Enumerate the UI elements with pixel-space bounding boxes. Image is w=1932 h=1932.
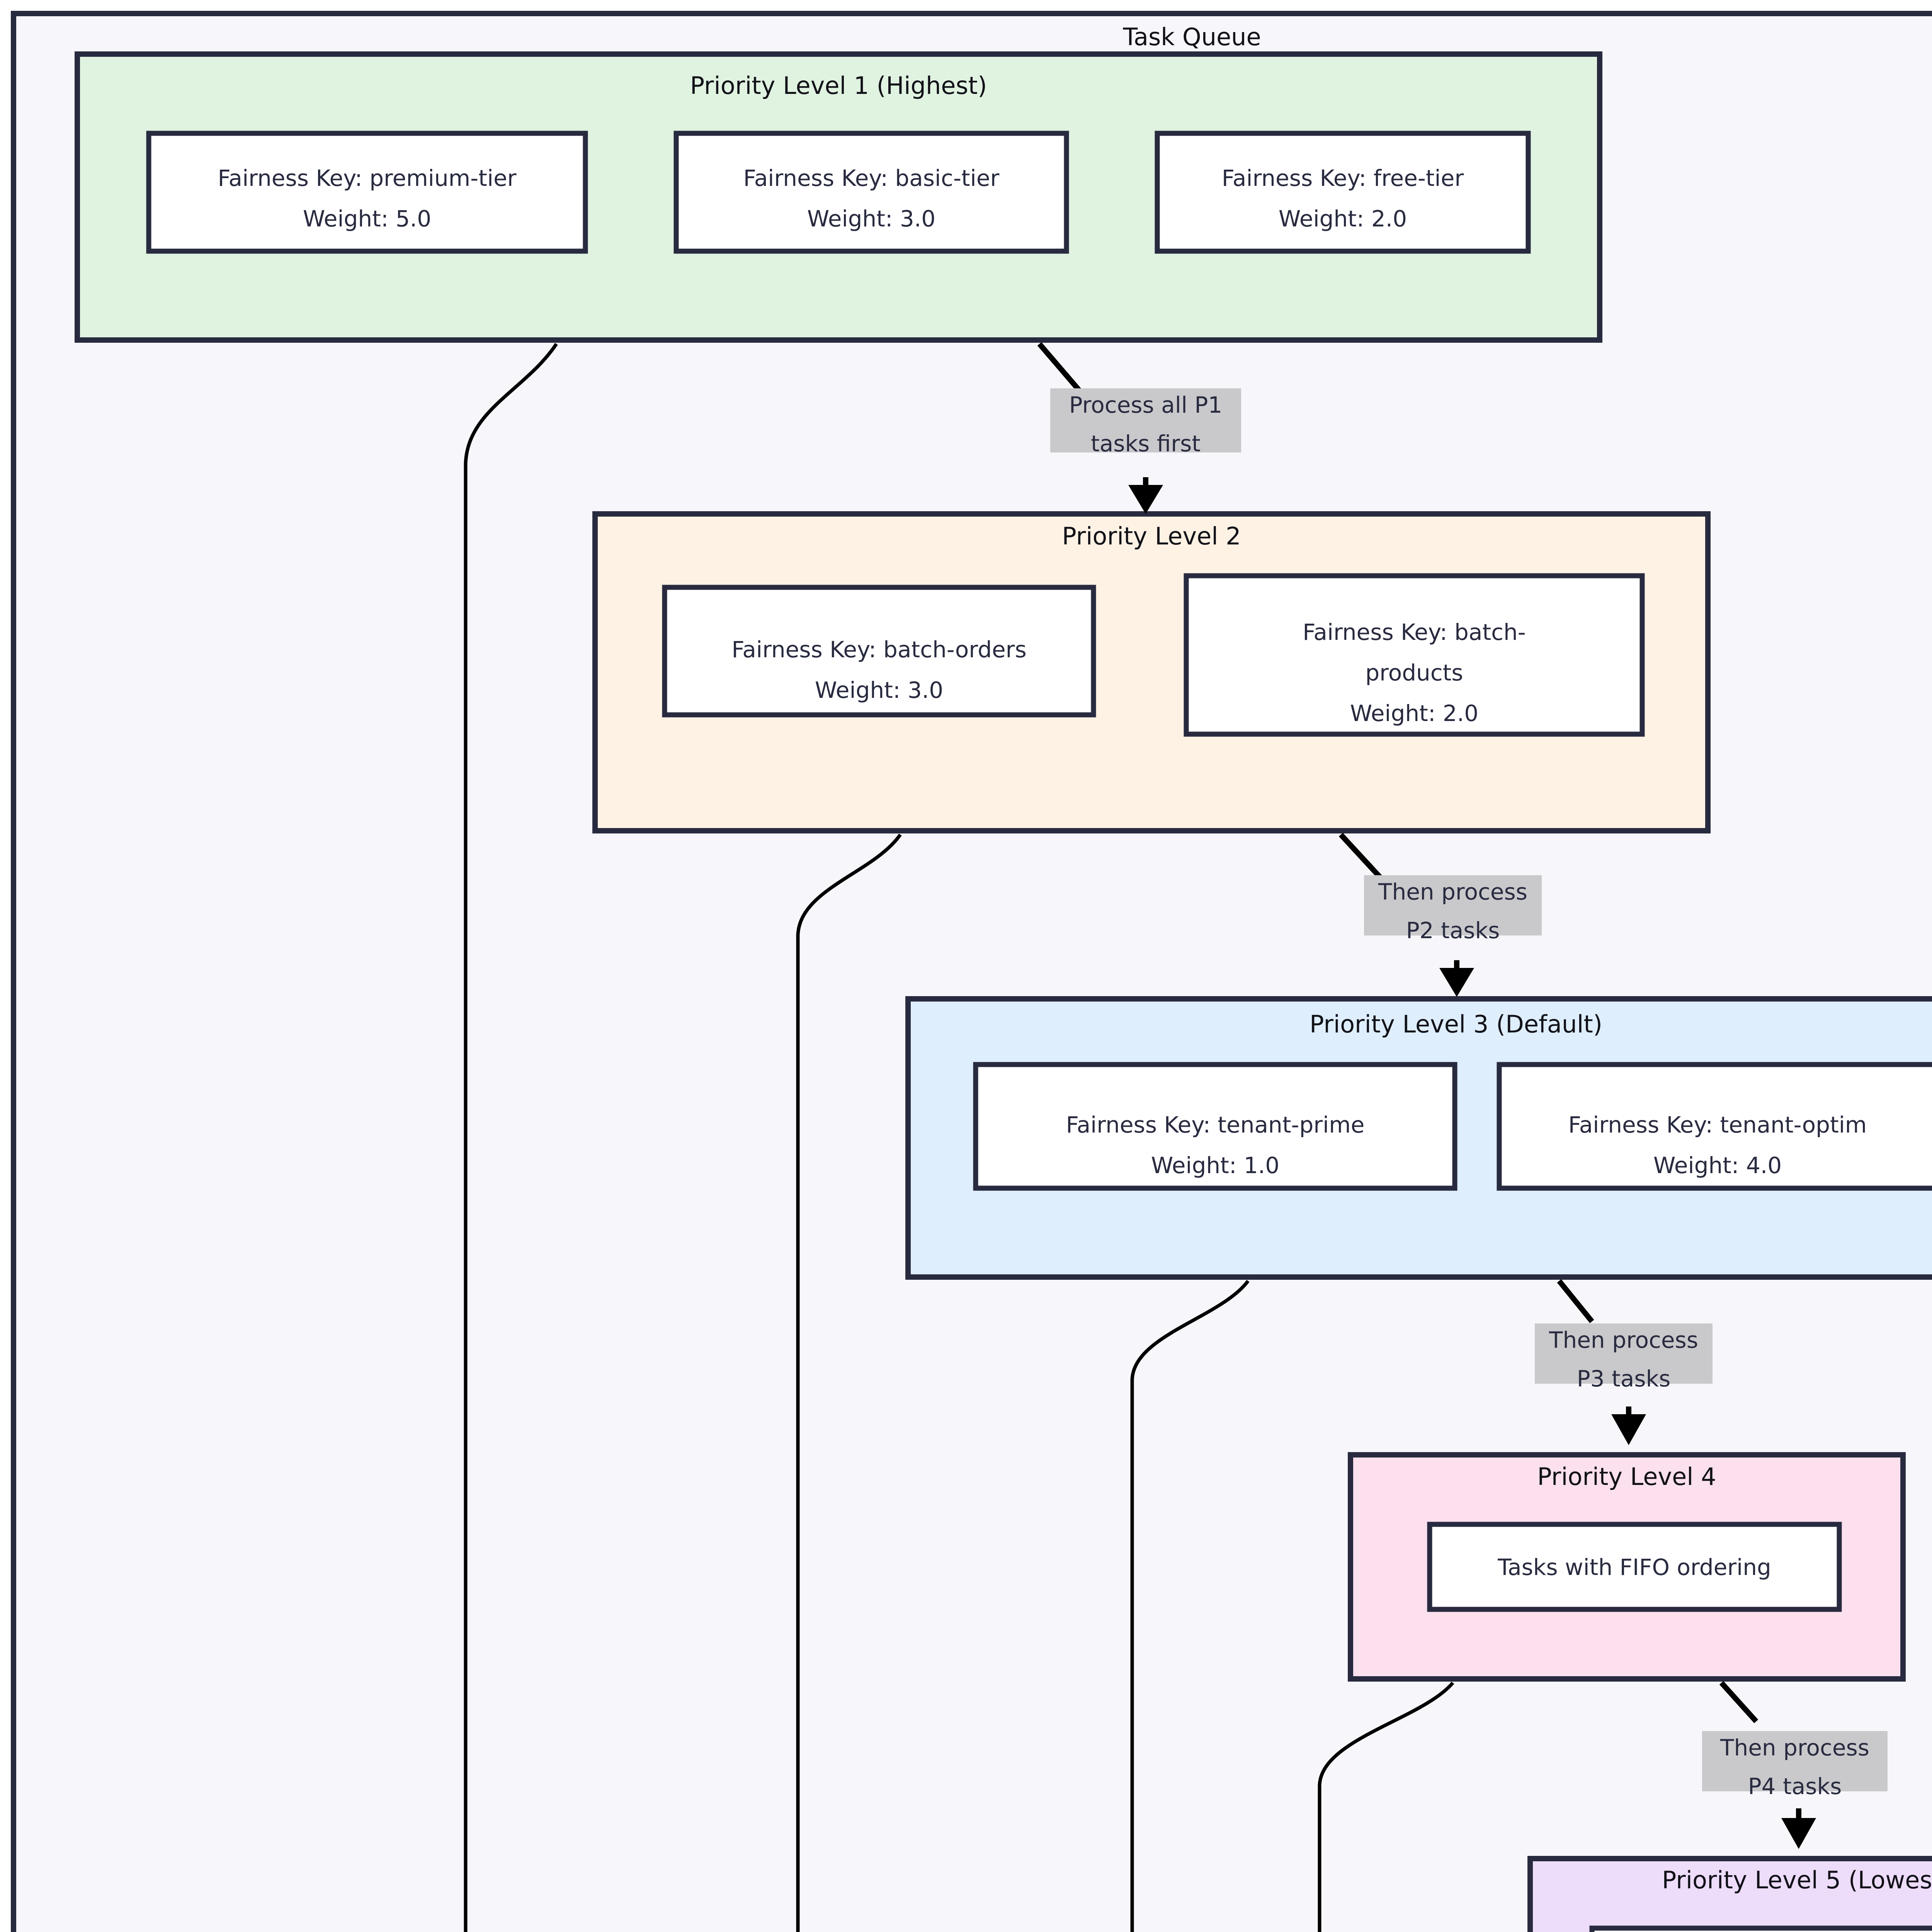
node-label-batch-orders-weight: Weight: 3.0 — [815, 677, 943, 703]
edge-p4-to-p5 — [1719, 1681, 1759, 1723]
edge-p2-to-workers — [796, 833, 902, 1932]
node-label-basic-tier-weight: Weight: 3.0 — [807, 206, 935, 232]
node-label-tenant-prime-key: Fairness Key: tenant-prime — [1066, 1112, 1365, 1138]
cluster-title-p2: Priority Level 2 — [1062, 522, 1241, 550]
edge-p1-to-workers — [464, 343, 558, 1932]
edges-group — [464, 342, 1816, 1932]
edge-label-p3-p4-line1: Then process — [1549, 1327, 1698, 1353]
cluster-priority-level-5 — [1527, 1856, 1932, 1932]
node-box-free-tier[interactable] — [1155, 131, 1531, 254]
edge-label-p4-p5-line1: Then process — [1720, 1735, 1869, 1761]
edge-label-bg-p3-p4 — [1535, 1323, 1713, 1384]
node-label-basic-tier-key: Fairness Key: basic-tier — [743, 165, 1000, 191]
edge-label-bg-p4-p5 — [1702, 1731, 1888, 1791]
node-label-premium-tier-key: Fairness Key: premium-tier — [218, 165, 516, 191]
edge-label-p4-p5-line2: P4 tasks — [1748, 1773, 1842, 1799]
arrowhead-p2-p3 — [1439, 968, 1474, 997]
arrowhead-p3-p4 — [1611, 1414, 1646, 1445]
node-label-batch-products-key2: products — [1365, 660, 1463, 686]
node-label-free-tier-key: Fairness Key: free-tier — [1222, 165, 1464, 191]
edge-label-bg-p2-p3 — [1364, 875, 1542, 935]
edge-p4-to-workers — [1318, 1682, 1454, 1932]
edge-label-p3-p4-line2: P3 tasks — [1577, 1366, 1671, 1392]
arrowhead-p4-p5 — [1781, 1818, 1816, 1849]
edge-label-p1-p2-line2: tasks first — [1091, 430, 1201, 457]
edge-label-bg-p1-p2 — [1050, 388, 1241, 452]
page-title: Task Queue — [1122, 23, 1261, 51]
node-box-premium-tier[interactable] — [146, 131, 588, 254]
cluster-title-p3: Priority Level 3 (Default) — [1310, 1010, 1602, 1038]
edge-label-p1-p2-line1: Process all P1 — [1069, 392, 1223, 418]
edge-p3-to-p4 — [1557, 1279, 1594, 1323]
cluster-title-p1: Priority Level 1 (Highest) — [690, 71, 987, 100]
node-box-tenant-prime[interactable] — [973, 1062, 1458, 1191]
node-label-batch-products-key: Fairness Key: batch- — [1303, 619, 1526, 645]
node-label-premium-tier-weight: Weight: 5.0 — [303, 206, 431, 232]
node-label-batch-products-weight: Weight: 2.0 — [1350, 700, 1478, 726]
node-label-batch-orders-key: Fairness Key: batch-orders — [731, 636, 1026, 663]
node-box-basic-tier[interactable] — [673, 131, 1069, 254]
node-label-p4-fifo: Tasks with FIFO ordering — [1497, 1554, 1771, 1580]
edge-p3-to-workers — [1130, 1280, 1250, 1932]
edge-label-p2-p3-line2: P2 tasks — [1406, 917, 1500, 944]
arrowhead-p1-p2 — [1128, 485, 1163, 514]
node-label-free-tier-weight: Weight: 2.0 — [1279, 206, 1407, 232]
cluster-title-p5: Priority Level 5 (Lowest) — [1662, 1866, 1932, 1894]
node-label-tenant-optim-key: Fairness Key: tenant-optim — [1568, 1112, 1867, 1138]
node-box-p4-fifo[interactable] — [1427, 1522, 1842, 1612]
edge-label-backgrounds — [1050, 388, 1888, 1791]
node-box-p5-fifo[interactable] — [1589, 1925, 1932, 1932]
node-box-tenant-optim[interactable] — [1497, 1062, 1932, 1191]
node-label-tenant-optim-weight: Weight: 4.0 — [1653, 1152, 1782, 1179]
node-label-tenant-prime-weight: Weight: 1.0 — [1151, 1152, 1279, 1179]
node-box-batch-orders[interactable] — [662, 585, 1096, 718]
cluster-title-p4: Priority Level 4 — [1537, 1463, 1716, 1491]
edge-label-p2-p3-line1: Then process — [1378, 879, 1527, 905]
node-box-batch-products[interactable] — [1184, 573, 1645, 737]
